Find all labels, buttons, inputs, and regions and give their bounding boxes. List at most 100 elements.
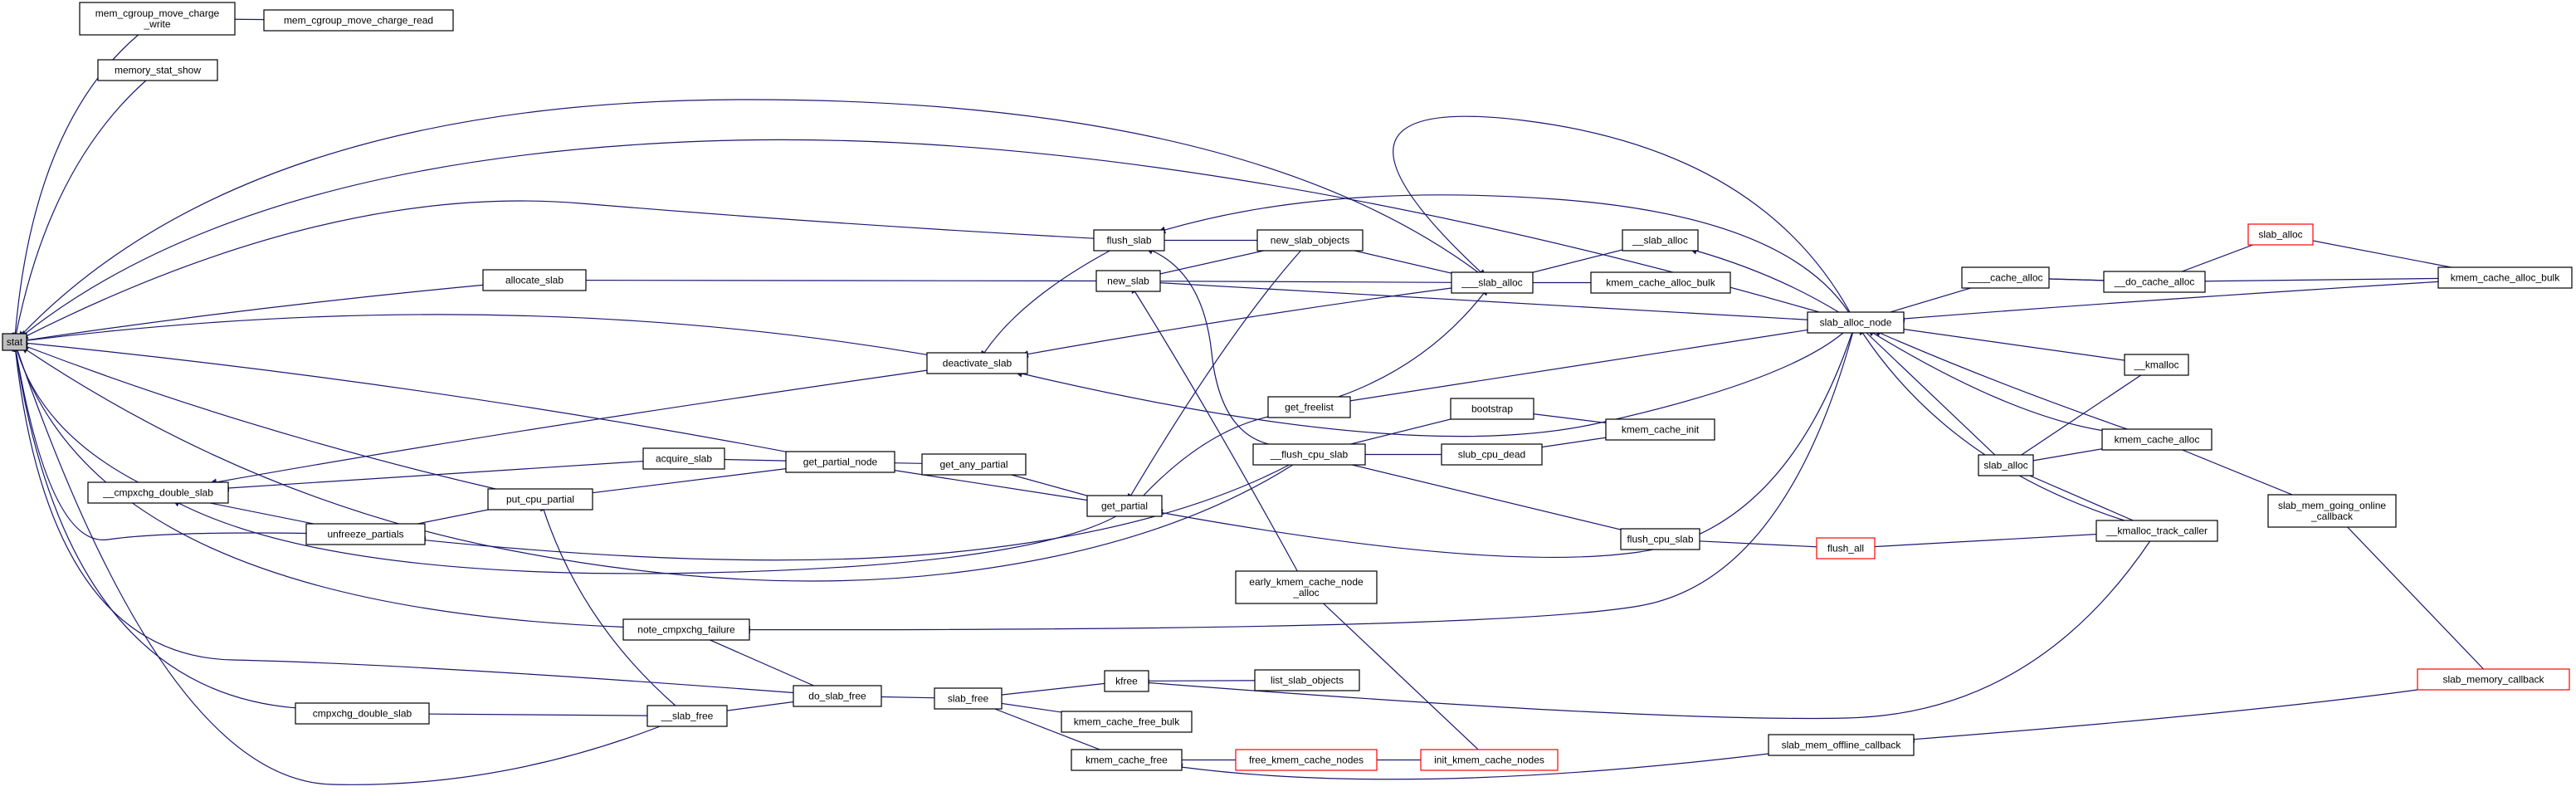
node-label: kmem_cache_free — [1086, 755, 1168, 766]
node-label: flush_all — [1827, 543, 1864, 555]
node-box — [1093, 229, 1165, 252]
node-box — [2437, 266, 2573, 289]
node-kmem_cache_alloc_bulk[interactable]: kmem_cache_alloc_bulk — [1590, 271, 1731, 294]
node-label: init_kmem_cache_nodes — [1434, 755, 1544, 766]
node-box — [1235, 749, 1378, 771]
node-box — [2124, 354, 2189, 376]
edge-early_kmem_cache_node_alloc-to-new_slab — [1131, 286, 1298, 572]
node-label: ____cache_alloc — [1967, 272, 2042, 284]
node-cmpxchg_double_slab_u[interactable]: __cmpxchg_double_slab — [87, 481, 229, 504]
node-label: deactivate_slab — [943, 358, 1012, 369]
node-get_partial[interactable]: get_partial — [1086, 495, 1163, 517]
node-kmem_cache_alloc_bulk2[interactable]: kmem_cache_alloc_bulk — [2437, 266, 2573, 289]
node-box — [1420, 749, 1559, 771]
node-box — [2267, 494, 2397, 528]
node-stat[interactable]: stat — [2, 333, 27, 351]
node-kmem_cache_free_bulk[interactable]: kmem_cache_free_bulk — [1061, 711, 1193, 733]
node-unfreeze_partials[interactable]: unfreeze_partials — [305, 523, 426, 545]
node-label: __flush_cpu_slab — [1270, 449, 1349, 461]
node-label: get_partial — [1101, 501, 1148, 512]
node-init_kmem_cache_nodes[interactable]: init_kmem_cache_nodes — [1420, 749, 1559, 771]
node-slab_alloc_3[interactable]: ___slab_alloc — [1451, 271, 1534, 294]
edge-slab_alloc_node-to-get_partial — [1155, 332, 1853, 558]
edge-slab_alloc_3-to-new_slab — [1121, 277, 1493, 286]
edge-flush_cpu_slab_u-to-unfreeze_partials — [417, 464, 1290, 561]
node-slab_free[interactable]: slab_free — [934, 687, 1003, 710]
edge-kmem_cache_alloc-to-slab_alloc_node — [1866, 329, 2103, 432]
node-kmalloc_track_caller[interactable]: __kmalloc_track_caller — [2095, 520, 2218, 542]
edge-slab_mem_offline_callback-to-kmem_cache_free — [1174, 753, 1769, 780]
node-do_cache_alloc[interactable]: __do_cache_alloc — [2103, 271, 2206, 293]
node-box — [1620, 528, 1700, 550]
node-box — [1254, 669, 1360, 691]
node-new_slab[interactable]: new_slab — [1095, 270, 1161, 292]
node-bootstrap[interactable]: bootstrap — [1450, 398, 1534, 420]
node-kmem_cache_init[interactable]: kmem_cache_init — [1605, 418, 1715, 441]
node-kmalloc_u[interactable]: __kmalloc — [2124, 354, 2189, 376]
edge-acquire_slab-to-cmpxchg_double_slab_u — [221, 461, 644, 492]
node-flush_cpu_slab_u[interactable]: __flush_cpu_slab — [1252, 443, 1366, 466]
node-label: _alloc — [1292, 587, 1319, 598]
node-slub_cpu_dead[interactable]: slub_cpu_dead — [1441, 443, 1543, 466]
node-cache_alloc_4[interactable]: ____cache_alloc — [1961, 266, 2050, 289]
node-new_slab_objects[interactable]: new_slab_objects — [1256, 229, 1364, 252]
node-slab_alloc_red[interactable]: slab_alloc — [2247, 223, 2314, 246]
node-box — [1235, 570, 1378, 604]
edge-get_freelist-to-cmpxchg_double_slab_u — [172, 416, 1269, 574]
node-label: stat — [7, 336, 23, 348]
node-do_slab_free[interactable]: do_slab_free — [793, 685, 882, 707]
node-get_freelist[interactable]: get_freelist — [1267, 396, 1351, 418]
node-allocate_slab[interactable]: allocate_slab — [482, 269, 587, 291]
node-mem_cgroup_move_charge_read[interactable]: mem_cgroup_move_charge_read — [263, 9, 454, 32]
node-box — [622, 618, 750, 641]
node-free_kmem_cache_nodes[interactable]: free_kmem_cache_nodes — [1235, 749, 1378, 771]
node-memory_stat_show[interactable]: memory_stat_show — [97, 59, 218, 81]
node-kfree[interactable]: kfree — [1104, 670, 1149, 692]
node-slab_alloc[interactable]: slab_alloc — [1978, 454, 2034, 476]
node-mem_cgroup_move_charge_write[interactable]: mem_cgroup_move_charge_write — [79, 2, 236, 36]
node-label: acquire_slab — [656, 453, 712, 465]
node-slab_alloc_2[interactable]: __slab_alloc — [1622, 229, 1699, 252]
node-list_slab_objects[interactable]: list_slab_objects — [1254, 669, 1360, 691]
node-box — [1450, 398, 1534, 420]
edge-kmalloc_u-to-slab_alloc — [2000, 364, 2157, 469]
edge-kmalloc_track_caller-to-slab_alloc_node — [1858, 327, 2125, 521]
edge-flush_cpu_slab-to-flush_cpu_slab_u — [1302, 451, 1661, 540]
node-flush_all[interactable]: flush_all — [1816, 537, 1876, 559]
edge-slab_memory_callback-to-slab_mem_going_online_callback — [2327, 506, 2494, 680]
node-label: mem_cgroup_move_charge_read — [284, 15, 433, 27]
node-get_partial_node[interactable]: get_partial_node — [785, 451, 895, 473]
node-note_cmpxchg_failure[interactable]: note_cmpxchg_failure — [622, 618, 750, 641]
edge-do_slab_free-to-stat — [12, 343, 794, 694]
node-slab_alloc_node[interactable]: slab_alloc_node — [1807, 311, 1905, 334]
node-kmem_cache_alloc[interactable]: kmem_cache_alloc — [2101, 428, 2213, 451]
node-acquire_slab[interactable]: acquire_slab — [642, 447, 725, 470]
node-slab_memory_callback[interactable]: slab_memory_callback — [2417, 668, 2570, 691]
node-box — [1816, 537, 1876, 559]
node-box — [1086, 495, 1163, 517]
node-slab_mem_going_online_callback[interactable]: slab_mem_going_online_callback — [2267, 494, 2397, 528]
node-flush_slab[interactable]: flush_slab — [1093, 229, 1165, 252]
node-box — [2103, 271, 2206, 293]
node-get_any_partial[interactable]: get_any_partial — [921, 453, 1027, 476]
node-label: kmem_cache_alloc — [2115, 434, 2200, 446]
node-box — [934, 687, 1003, 710]
node-box — [646, 705, 728, 727]
node-label: _write — [143, 18, 170, 30]
node-flush_cpu_slab[interactable]: flush_cpu_slab — [1620, 528, 1700, 550]
node-label: slab_alloc_node — [1820, 317, 1892, 329]
node-kmem_cache_free[interactable]: kmem_cache_free — [1071, 749, 1183, 771]
node-cmpxchg_double_slab[interactable]: cmpxchg_double_slab — [295, 702, 430, 725]
node-label: put_cpu_partial — [506, 494, 574, 506]
node-label: __do_cache_alloc — [2114, 276, 2195, 288]
node-label: mem_cgroup_move_charge — [95, 7, 220, 19]
node-box — [97, 59, 218, 81]
edge-kmem_cache_alloc_bulk2-to-slab_alloc_node — [1896, 281, 2439, 323]
node-early_kmem_cache_node_alloc[interactable]: early_kmem_cache_node_alloc — [1235, 570, 1378, 604]
node-slab_mem_offline_callback[interactable]: slab_mem_offline_callback — [1768, 734, 1915, 756]
node-deactivate_slab[interactable]: deactivate_slab — [926, 352, 1028, 374]
node-slab_free_u[interactable]: __slab_free — [646, 705, 728, 727]
node-put_cpu_partial[interactable]: put_cpu_partial — [487, 488, 593, 511]
node-label: cmpxchg_double_slab — [313, 708, 412, 720]
